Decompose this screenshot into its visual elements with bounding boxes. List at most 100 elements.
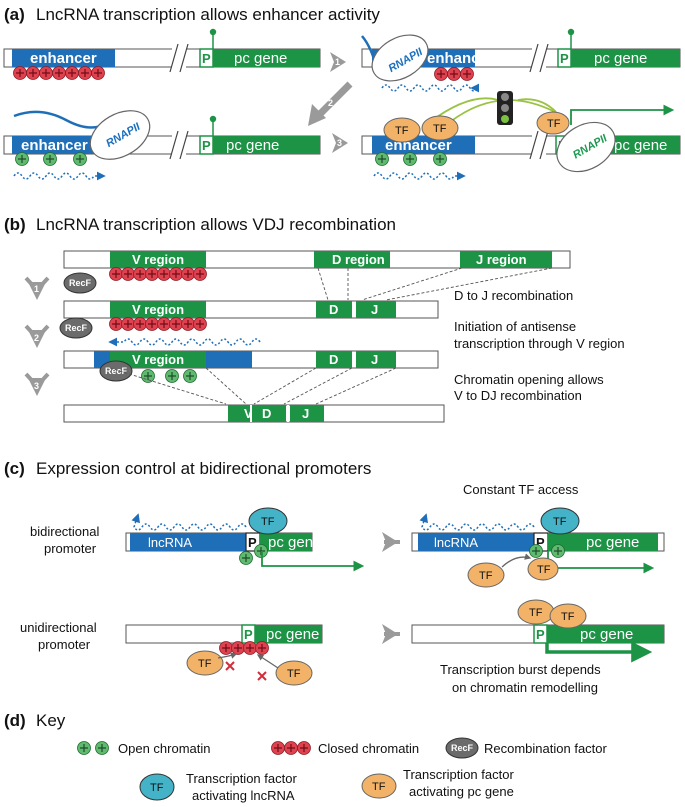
- b2-closed-chromatin: [108, 316, 208, 332]
- c4-pc-gene-label: pc gene: [580, 626, 633, 643]
- b-dna-3: V region D J: [63, 350, 439, 369]
- c-unidirectional-label-line2: promoter: [38, 637, 91, 652]
- c2-lncrna-wave: [419, 513, 535, 531]
- b-note-2-line2: transcription through V region: [454, 336, 625, 351]
- b-dna-2: V region D J: [63, 300, 439, 319]
- b-recombination-lines-1: [317, 267, 553, 301]
- a4-pc-transcription-arrow: [570, 104, 675, 125]
- a1-promoter-label: P: [202, 51, 211, 66]
- section-b-letter: (b): [4, 215, 26, 234]
- b4-d-label: D: [262, 406, 271, 421]
- b1-recf: RecF: [63, 272, 97, 294]
- c1-tf-teal-label: TF: [261, 516, 275, 528]
- b-step2-arrow: 2: [24, 324, 50, 348]
- c4-tf-orange-2: TF: [549, 603, 587, 629]
- key-tf-lncrna-line2: activating lncRNA: [192, 788, 295, 803]
- c2-tf-orange-1-label: TF: [479, 570, 493, 582]
- c-bidirectional-label-line1: bidirectional: [30, 524, 99, 539]
- b3-d-label: D: [329, 352, 338, 367]
- c4-pc-burst-arrow: [545, 641, 653, 663]
- key-tf-lncrna-icon-label: TF: [150, 782, 164, 794]
- a-step3-label: 3: [337, 138, 342, 148]
- c1-pc-gene-label: pc gene: [268, 534, 321, 551]
- a3-promoter-label: P: [202, 138, 211, 153]
- b1-closed-chromatin: [108, 266, 208, 282]
- section-b-title: LncRNA transcription allows VDJ recombin…: [36, 215, 396, 234]
- section-c-letter: (c): [4, 459, 25, 478]
- a4-tf-3-label: TF: [547, 118, 561, 130]
- c3-tf-orange-2: TF: [275, 660, 313, 686]
- section-a-title: LncRNA transcription allows enhancer act…: [36, 5, 380, 24]
- a2-rnapii: RNAPII: [371, 34, 429, 82]
- key-tf-lncrna: TF Transcription factor activating lncRN…: [139, 771, 297, 803]
- b2-recf: RecF: [59, 317, 93, 339]
- a3-rnapii: RNAPII: [89, 110, 151, 160]
- section-d-letter: (d): [4, 711, 26, 730]
- b-note-2-line1: Initiation of antisense: [454, 319, 576, 334]
- a-dna-2: enhancer P pc gene: [361, 28, 681, 73]
- c3-promoter-label: P: [244, 627, 253, 642]
- key-recf: RecF Recombination factor: [445, 737, 608, 759]
- b-step1-label: 1: [34, 284, 39, 294]
- b1-j-region-label: J region: [476, 252, 527, 267]
- c1-promoter-label: P: [248, 535, 257, 550]
- a2-closed-chromatin: [433, 66, 475, 82]
- b2-v-region-label: V region: [132, 302, 184, 317]
- c-dna-4: P pc gene: [411, 624, 665, 644]
- c2-tf-teal-label: TF: [553, 516, 567, 528]
- b2-j-label: J: [371, 302, 378, 317]
- c2-lncrna-label: lncRNA: [434, 535, 478, 550]
- b-step3-label: 3: [34, 381, 39, 391]
- key-open-chromatin: Open chromatin: [76, 740, 211, 756]
- a4-rnapii: RNAPII: [556, 121, 616, 173]
- c2-tf-orange-2-label: TF: [537, 564, 551, 576]
- b-dna-4: V D J: [63, 404, 445, 423]
- c2-tf-teal: TF: [540, 507, 580, 535]
- b4-v-label: V: [244, 406, 253, 421]
- c2-tf-orange-2: TF: [527, 557, 559, 581]
- b1-recf-label: RecF: [69, 278, 92, 288]
- a-step3-arrow: 3: [332, 133, 348, 153]
- b-step1-arrow: 1: [24, 276, 50, 300]
- b-step3-arrow: 3: [24, 372, 50, 396]
- a3-pc-gene-label: pc gene: [226, 137, 279, 154]
- c4-tf-orange-1: TF: [517, 599, 555, 625]
- key-tf-pc-icon-label: TF: [372, 781, 386, 793]
- a4-pc-gene-label: pc gene: [614, 137, 667, 154]
- a-step1-label: 1: [335, 57, 340, 67]
- b3-recf: RecF: [99, 360, 133, 382]
- b-note-3-line1: Chromatin opening allows: [454, 372, 604, 387]
- b1-d-region-label: D region: [332, 252, 385, 267]
- c3-tf-orange-1-label: TF: [198, 658, 212, 670]
- a-dna-1: enhancer P pc gene: [3, 28, 321, 73]
- c3-tf-orange-1: TF: [186, 650, 224, 676]
- a3-transcription-wave: [13, 171, 106, 181]
- key-closed-chromatin: Closed chromatin: [270, 740, 419, 756]
- c1-pc-arrow: [261, 551, 365, 572]
- key-tf-pcgene: TF Transcription factor activating pc ge…: [361, 767, 514, 799]
- block-x-icon: [225, 661, 267, 681]
- section-d-title: Key: [36, 711, 66, 730]
- key-recf-label: Recombination factor: [484, 741, 608, 756]
- a1-closed-chromatin: [12, 65, 106, 81]
- a2-promoter-label: P: [560, 51, 569, 66]
- a4-tf-2-label: TF: [433, 123, 447, 135]
- b-step2-label: 2: [34, 333, 39, 343]
- a3-lncrna-transcript: [13, 110, 109, 129]
- a4-transcription-wave: [373, 171, 466, 181]
- a1-enhancer-label: enhancer: [30, 50, 97, 67]
- a4-tf-1: TF: [383, 117, 421, 143]
- b3-v-region-label: V region: [132, 352, 184, 367]
- key-tf-pc-line1: Transcription factor: [403, 767, 514, 782]
- section-c-title: Expression control at bidirectional prom…: [36, 459, 371, 478]
- c-constant-tf-note: Constant TF access: [463, 482, 579, 497]
- c-unidirectional-label-line1: unidirectional: [20, 620, 97, 635]
- key-tf-pc-line2: activating pc gene: [409, 784, 514, 799]
- a4-tf-1-label: TF: [395, 125, 409, 137]
- key-open-label: Open chromatin: [118, 741, 211, 756]
- c2-tf-orange-1: TF: [467, 562, 505, 588]
- a1-pc-gene-label: pc gene: [234, 50, 287, 67]
- c-bidirectional-label-line2: promoter: [44, 541, 97, 556]
- c2-pc-gene-label: pc gene: [586, 534, 639, 551]
